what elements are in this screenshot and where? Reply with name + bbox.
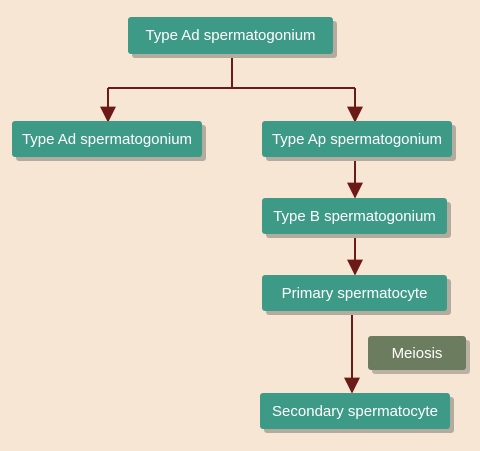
node-type-b-spermatogonium: Type B spermatogonium — [262, 198, 447, 234]
node-secondary-spermatocyte: Secondary spermatocyte — [260, 393, 450, 429]
node-meiosis: Meiosis — [368, 336, 466, 370]
node-left-type-ad-spermatogonium: Type Ad spermatogonium — [12, 121, 202, 157]
node-root-type-ad-spermatogonium: Type Ad spermatogonium — [128, 17, 333, 54]
node-type-ap-spermatogonium: Type Ap spermatogonium — [262, 121, 452, 157]
node-primary-spermatocyte: Primary spermatocyte — [262, 275, 447, 311]
